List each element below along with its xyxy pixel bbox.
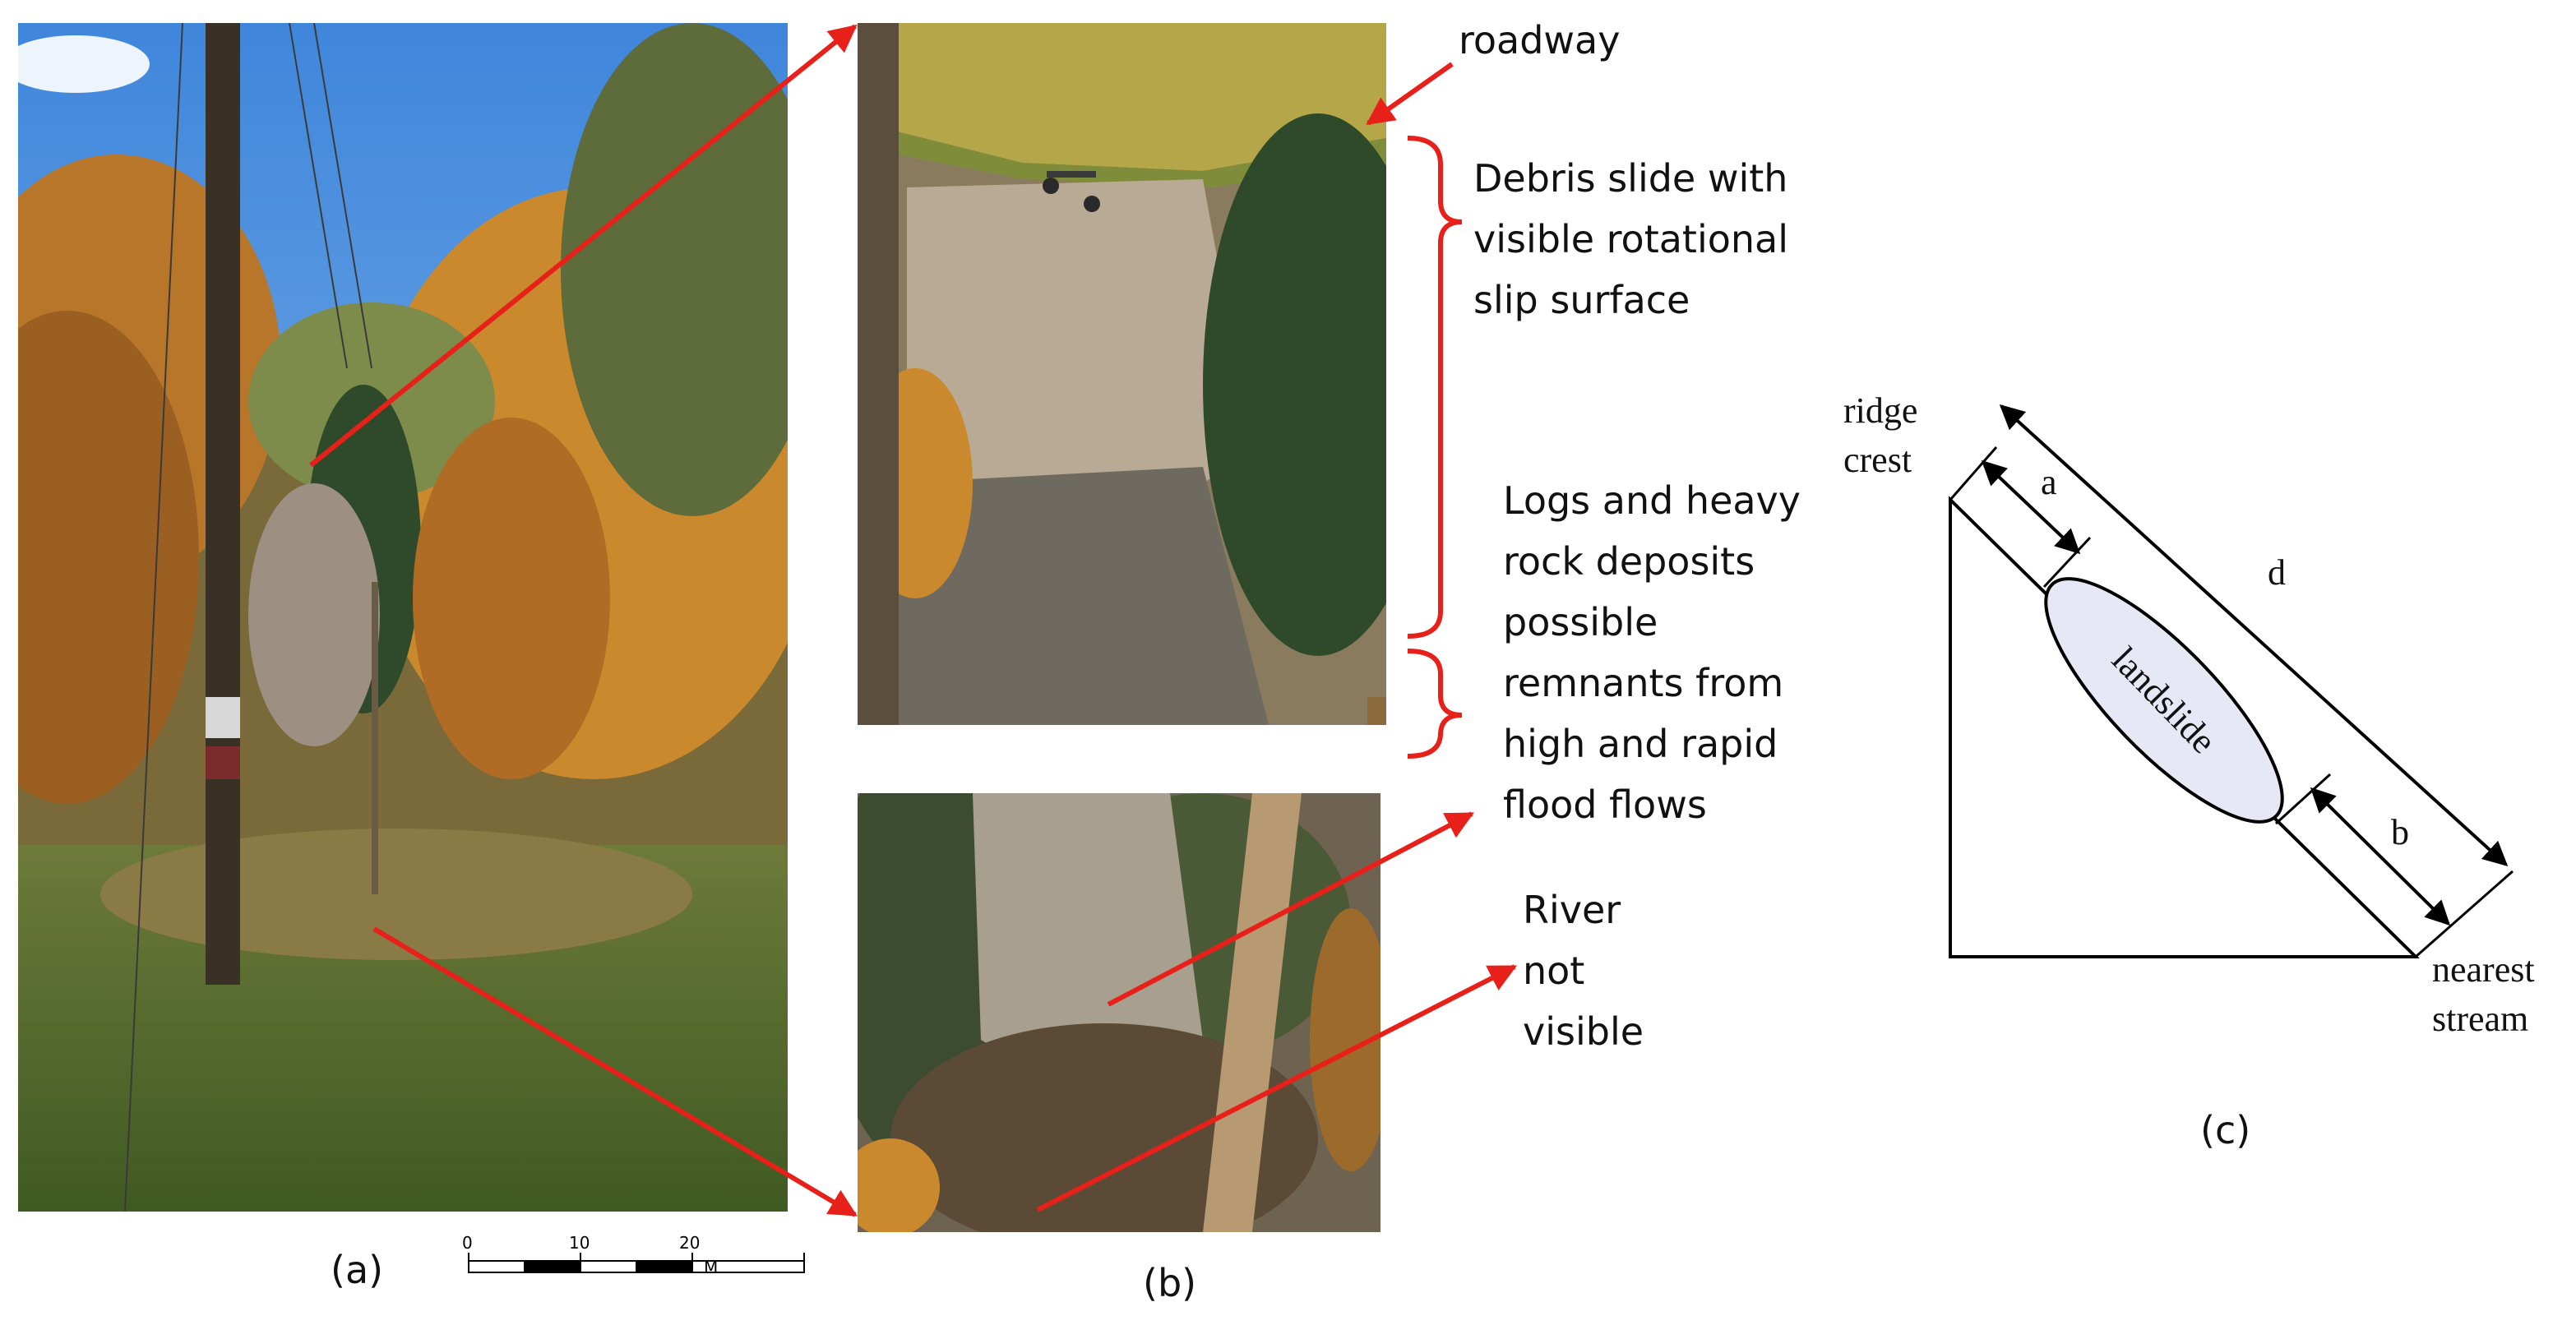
- label-dimension-b: b: [2391, 812, 2409, 852]
- scale-bar: [468, 1253, 805, 1273]
- dimension-b-arrow: [2310, 787, 2451, 926]
- label-debris-line-3: slip surface: [1473, 278, 1690, 322]
- label-logs: Logs and heavy rock deposits possible re…: [1503, 470, 1801, 835]
- label-logs-line-6: flood flows: [1503, 783, 1707, 827]
- label-logs-line-1: Logs and heavy: [1503, 478, 1801, 523]
- arrow-a-to-b-bottom: [372, 926, 858, 1217]
- photo-b-bottom-image: [858, 793, 1380, 1232]
- caption-b: (b): [1143, 1261, 1197, 1305]
- arrow-river: [1036, 964, 1518, 1212]
- photo-panel-a: [18, 23, 788, 1212]
- caption-a: (a): [331, 1248, 384, 1292]
- dimension-a-tick: [2042, 536, 2092, 589]
- dimension-d-ext-top: [1949, 446, 1998, 501]
- label-logs-line-5: high and rapid: [1503, 722, 1778, 766]
- label-stream-line-2: stream: [2432, 999, 2529, 1039]
- scale-unit: M: [704, 1258, 719, 1277]
- bracket-debris: [1407, 136, 1463, 639]
- label-debris: Debris slide with visible rotational sli…: [1473, 148, 1788, 330]
- scale-tick-10: 10: [569, 1233, 590, 1253]
- label-debris-line-2: visible rotational: [1473, 217, 1789, 261]
- label-debris-line-1: Debris slide with: [1473, 156, 1788, 201]
- arrow-roadway: [1366, 62, 1454, 126]
- label-logs-line-3: possible: [1503, 600, 1658, 644]
- label-nearest-stream: nearest stream: [2432, 945, 2535, 1044]
- caption-c: (c): [2200, 1108, 2251, 1152]
- landslide-ellipse: [2044, 577, 2284, 824]
- label-ridge-crest: ridge crest: [1843, 386, 1917, 485]
- label-roadway: roadway: [1459, 18, 1621, 62]
- label-dimension-a: a: [2041, 462, 2057, 502]
- photo-a-image: [18, 23, 788, 1212]
- label-ridge-line-2: crest: [1843, 440, 1912, 480]
- label-river-line-3: visible: [1523, 1009, 1644, 1054]
- dimension-a-arrow: [1981, 459, 2081, 555]
- slope-diagram: [1949, 404, 2514, 958]
- scale-tick-20: 20: [679, 1233, 701, 1253]
- arrow-a-to-b-top: [309, 24, 858, 468]
- dimension-d-ext-bottom: [2415, 870, 2514, 958]
- photo-b-top-image: [858, 23, 1386, 725]
- photo-panel-b-top: [858, 23, 1386, 725]
- label-river-line-2: not: [1523, 949, 1585, 993]
- bracket-logs: [1407, 649, 1463, 759]
- label-river: River not visible: [1523, 879, 1644, 1062]
- label-river-line-1: River: [1523, 888, 1621, 932]
- arrow-logs: [1107, 811, 1475, 1007]
- dimension-b-tick: [2274, 773, 2332, 825]
- label-logs-line-2: rock deposits: [1503, 539, 1755, 584]
- label-logs-line-4: remnants from: [1503, 661, 1784, 705]
- label-dimension-d: d: [2268, 552, 2286, 593]
- label-ridge-line-1: ridge: [1843, 390, 1918, 431]
- scale-tick-0: 0: [462, 1233, 473, 1253]
- label-stream-line-1: nearest: [2432, 949, 2535, 990]
- photo-panel-b-bottom: [858, 793, 1380, 1232]
